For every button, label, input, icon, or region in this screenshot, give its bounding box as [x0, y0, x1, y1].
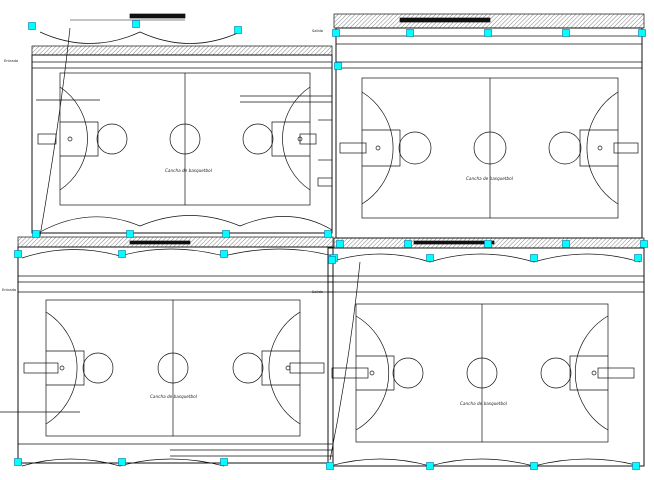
selection-grip-markers[interactable]	[14, 20, 648, 470]
grip-marker[interactable]	[640, 240, 648, 248]
court-4-title: Cancha de basquetbol	[460, 401, 508, 406]
court-3-title: Cancha de basquetbol	[150, 394, 198, 399]
grip-marker[interactable]	[220, 250, 228, 258]
grip-marker[interactable]	[562, 29, 570, 37]
court-slab	[31, 54, 333, 234]
center-circle	[466, 357, 498, 389]
grip-marker[interactable]	[484, 240, 492, 248]
center-circle	[473, 131, 507, 165]
center-circle	[169, 123, 201, 155]
court-block-bottom-left	[0, 236, 334, 467]
grip-marker[interactable]	[118, 458, 126, 466]
court-slab	[335, 27, 643, 239]
court-slab	[327, 247, 645, 467]
grip-marker[interactable]	[326, 462, 334, 470]
grip-marker[interactable]	[562, 240, 570, 248]
court-1-title: Cancha de basquetbol	[165, 168, 213, 173]
entrada-label-lower: Entrada	[2, 288, 16, 292]
salida-label-lower: Salida	[312, 290, 323, 294]
grip-marker[interactable]	[234, 26, 242, 34]
grip-marker[interactable]	[634, 254, 642, 262]
grip-marker[interactable]	[118, 250, 126, 258]
grip-marker[interactable]	[426, 254, 434, 262]
grip-marker[interactable]	[484, 29, 492, 37]
grip-marker[interactable]	[530, 254, 538, 262]
grip-marker[interactable]	[222, 230, 230, 238]
grip-marker[interactable]	[28, 22, 36, 30]
court-block-top-right	[333, 13, 645, 239]
grip-marker[interactable]	[324, 230, 332, 238]
grip-marker[interactable]	[126, 230, 134, 238]
court-block-top-left	[31, 13, 333, 237]
grip-marker[interactable]	[406, 29, 414, 37]
center-circle	[157, 352, 189, 384]
grip-marker[interactable]	[404, 240, 412, 248]
grip-marker[interactable]	[14, 458, 22, 466]
grip-marker[interactable]	[426, 462, 434, 470]
grip-marker[interactable]	[220, 458, 228, 466]
grip-marker[interactable]	[638, 29, 646, 37]
court-slab	[17, 246, 334, 464]
grip-marker[interactable]	[328, 256, 336, 264]
grip-marker[interactable]	[132, 20, 140, 28]
hatched-wall	[31, 45, 333, 56]
grip-marker[interactable]	[14, 250, 22, 258]
court-2-title: Cancha de basquetbol	[466, 176, 514, 181]
grip-marker[interactable]	[334, 62, 342, 70]
court-block-bottom-right	[327, 237, 645, 467]
salida-label: Salida	[312, 29, 323, 33]
grip-marker[interactable]	[530, 462, 538, 470]
grip-marker[interactable]	[32, 230, 40, 238]
grip-marker[interactable]	[332, 29, 340, 37]
grip-marker[interactable]	[336, 240, 344, 248]
entrada-label: Entrada	[4, 59, 18, 63]
grip-marker[interactable]	[632, 462, 640, 470]
